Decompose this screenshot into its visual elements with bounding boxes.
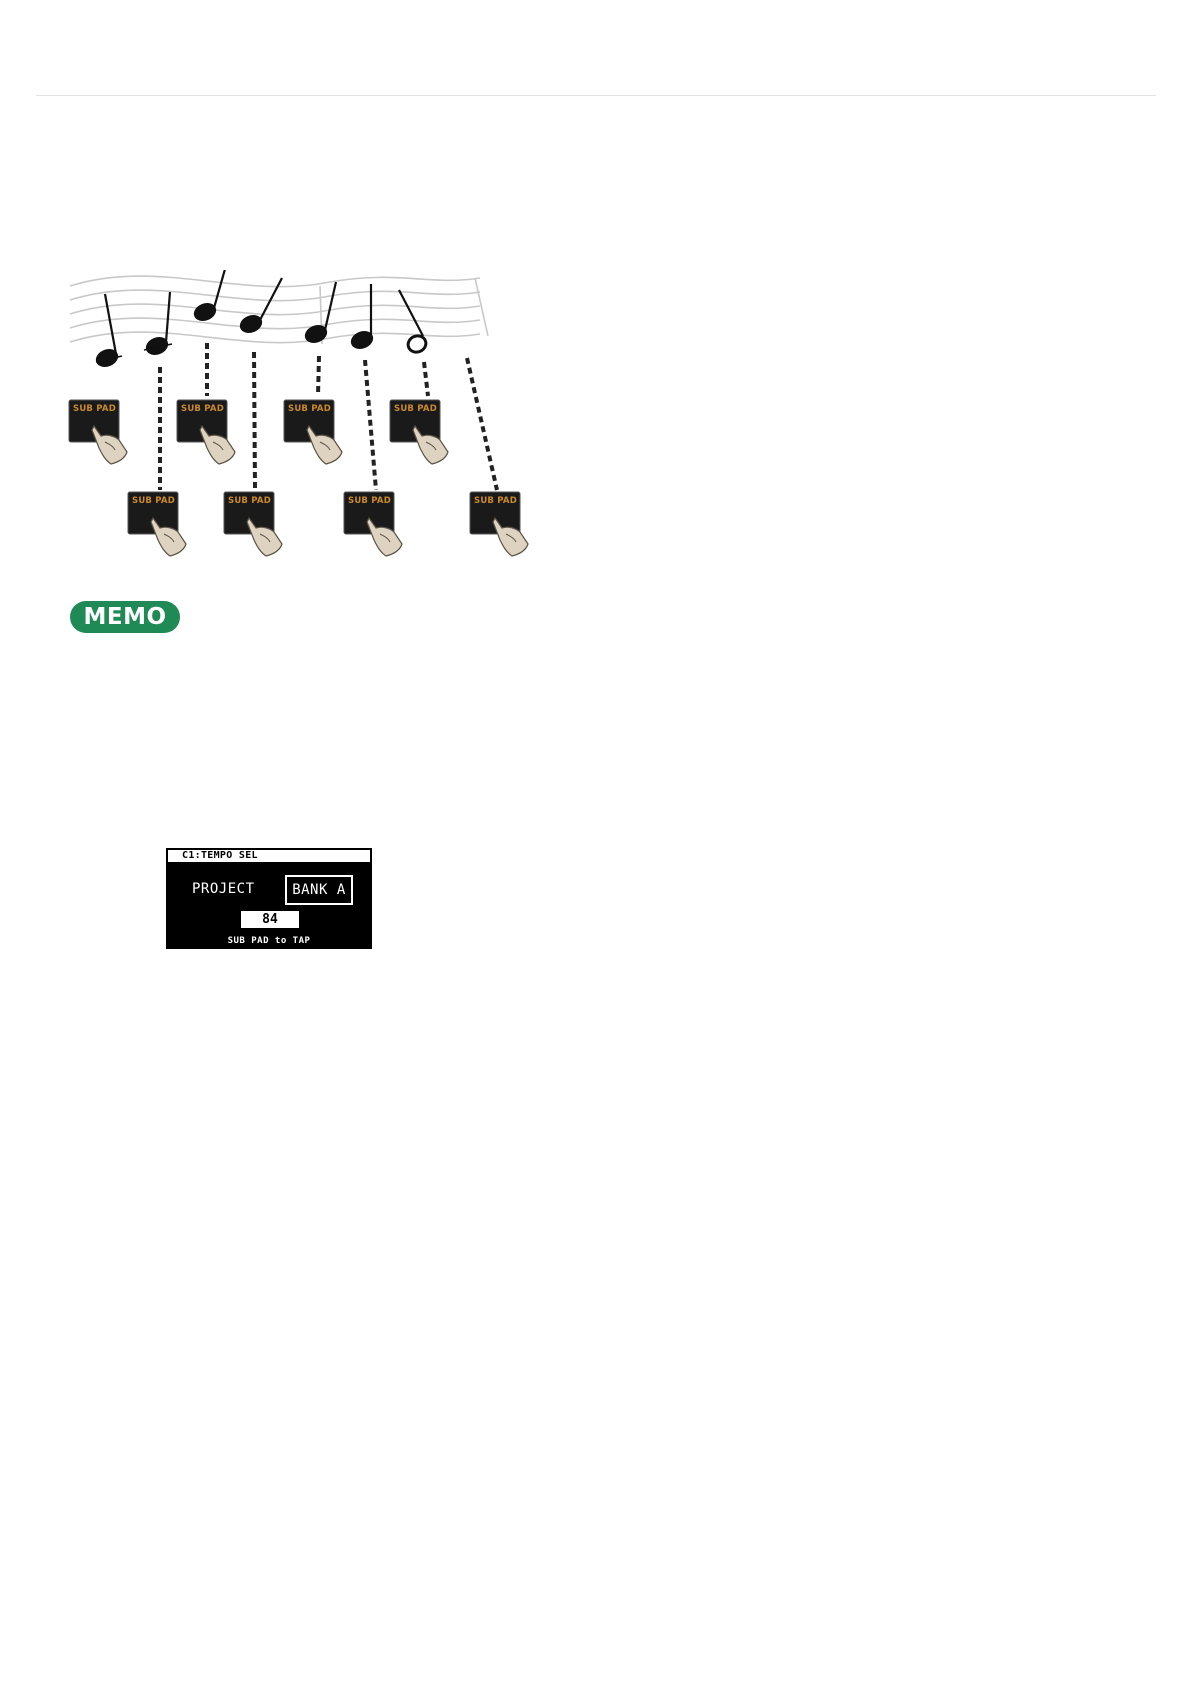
sub-pad-label: SUB PAD	[181, 404, 224, 414]
tap-tempo-illustration: SUB PAD SUB PAD SUB PAD SUB PAD SUB PAD …	[60, 270, 570, 585]
lcd-hint: SUB PAD to TAP	[166, 936, 372, 947]
sub-pads-bottom-row	[128, 492, 528, 556]
lcd-screen: C1:TEMPO SEL PROJECT BANK A 84 SUB PAD t…	[166, 848, 372, 949]
memo-badge: MEMO	[70, 601, 180, 633]
sub-pad-label: SUB PAD	[132, 496, 175, 506]
sub-pad-label: SUB PAD	[394, 404, 437, 414]
music-staff	[70, 276, 488, 344]
lcd-tempo-value: 84	[241, 911, 299, 928]
sub-pad-label: SUB PAD	[73, 404, 116, 414]
note-4	[238, 312, 264, 335]
sub-pads-top-row	[69, 400, 448, 464]
lcd-title: C1:TEMPO SEL	[182, 850, 258, 862]
note-7	[406, 333, 429, 355]
sub-pad-label: SUB PAD	[228, 496, 271, 506]
header-divider	[36, 95, 1156, 96]
lcd-source-label: PROJECT	[192, 881, 255, 897]
sub-pad-label: SUB PAD	[288, 404, 331, 414]
lcd-bank-selector: BANK A	[285, 875, 353, 905]
sub-pad-label: SUB PAD	[348, 496, 391, 506]
sub-pad-label: SUB PAD	[474, 496, 517, 506]
lcd-title-bar: C1:TEMPO SEL	[168, 850, 370, 862]
